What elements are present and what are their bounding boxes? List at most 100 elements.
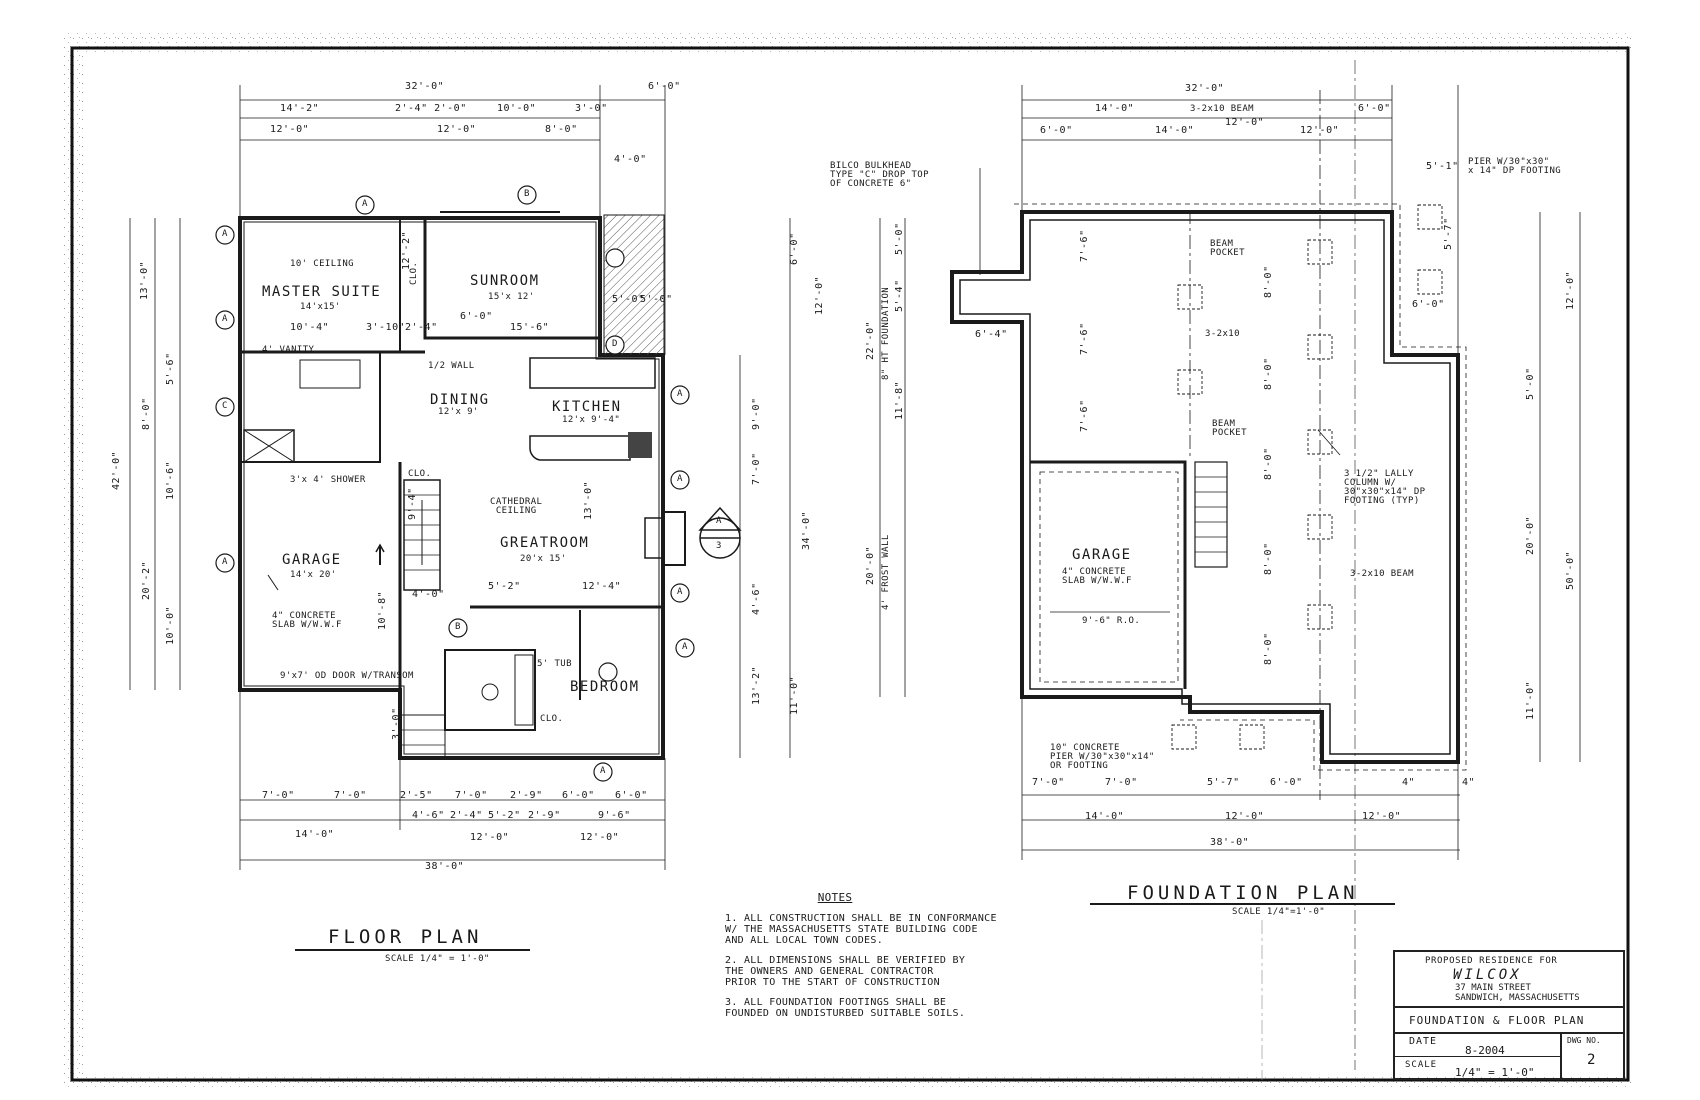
fdn-dim-top-3: 6'-0" [1040,125,1073,136]
floor-plan-scale: SCALE 1/4" = 1'-0" [385,954,490,964]
fdn-int-10: 5'-7" [1443,217,1454,250]
fp-int-12: 4'-0" [412,589,445,600]
fp-dim-left-1: 13'-0" [139,260,150,300]
fp-int-1: 10'-4" [290,322,330,333]
fp-dim-bot-15: 12'-0" [580,832,620,843]
fp-int-14: 3'-0" [391,707,402,740]
fp-dim-bot-11: 2'-9" [528,810,561,821]
fp-dim-bot-12: 9'-6" [598,810,631,821]
title-block: PROPOSED RESIDENCE FOR WILCOX 37 MAIN ST… [1393,950,1625,1080]
fp-dim-bot-9: 2'-4" [450,810,483,821]
basement-stair [1194,461,1228,568]
room-sunroom: SUNROOM [470,273,540,289]
note-2: 2. ALL DIMENSIONS SHALL BE VERIFIED BY T… [725,955,966,988]
garage-door-note: 9'x7' OD DOOR W/TRANSOM [280,671,414,681]
section-marker [698,506,742,559]
entry-steps [399,714,446,759]
fp-dim-right-2: 7'-0" [751,452,762,485]
fdn-dim-bot-overall: 38'-0" [1210,837,1250,848]
fp-dim-top-b: 2'-4" 2'-0" [395,103,467,114]
fdn-dim-top-overall: 32'-0" [1185,83,1225,94]
fp-int-9: 12'-4" [582,581,622,592]
fdn-int-8: 8'-0" [1263,632,1274,665]
room-cathedral-ceiling: CATHEDRAL CEILING [490,497,543,516]
fp-int-2: 3'-10" [366,322,406,333]
fp-dim-right-1: 9'-0" [751,397,762,430]
room-master-suite: MASTER SUITE [262,284,382,300]
fdn-dim-top-5: 14'-0" [1155,125,1195,136]
fp-dim-left-6: 10'-0" [165,605,176,645]
fdn-dim-right-4: 11'-0" [1525,680,1536,720]
fdn-dim-right-3: 20'-0" [1525,515,1536,555]
title-block-divider-3 [1560,1032,1562,1078]
fp-dim-right-5: 13'-2" [751,665,762,705]
fdn-dim-bot-1: 7'-0" [1032,777,1065,788]
room-greatroom: GREATROOM [500,535,590,551]
title-block-address: 37 MAIN STREET [1455,983,1531,993]
closet-label-3: CLO. [540,714,564,724]
column-footings [1171,204,1443,750]
fp-dim-top-deck: 6'-0" [648,81,681,92]
fp-dim-left-3: 8'-0" [141,397,152,430]
room-garage: GARAGE [282,552,342,568]
room-ceiling: 10' CEILING [290,259,355,269]
fp-int-7: 5'-0" [640,294,673,305]
fdn-dim-bot-8: 12'-0" [1225,811,1265,822]
notes-heading: NOTES [817,891,853,904]
tag-c: C [222,401,228,411]
fdn-dim-bot-5: 4" [1402,777,1416,788]
pier-top-note: PIER W/30"x30" x 14" DP FOOTING [1468,157,1562,176]
foundation-plan-drawing [879,60,1581,1070]
foundation-height-note: 8" HT FOUNDATION [881,286,891,380]
tag-a-7: A [677,587,683,597]
fp-dim-left-2: 5'-6" [165,352,176,385]
beam-pocket-note-2: BEAM POCKET [1212,419,1247,438]
fdn-dim-top-7: 5'-1" [1426,161,1459,172]
fp-dim-top-f: 12'-0" [437,124,477,135]
general-notes: NOTES 1. ALL CONSTRUCTION SHALL BE IN CO… [725,892,1085,1028]
title-block-dwg-label: DWG NO. [1567,1036,1601,1045]
half-wall-note: 1/2 WALL [428,361,475,371]
tag-a-6: A [677,474,683,484]
fp-dim-top-d: 3'-0" [575,103,608,114]
room-garage-size: 14'x 20' [290,570,337,580]
tub [514,654,534,726]
lally-column-note: 3 1/2" LALLY COLUMN W/ 30"x30"x14" DP FO… [1344,469,1426,506]
fdn-dim-left-1: 5'-0" [894,222,905,255]
note-1: 1. ALL CONSTRUCTION SHALL BE IN CONFORMA… [725,913,997,946]
fdn-dim-left-5: 20'-0" [865,545,876,585]
floor-plan-inner-wall [243,221,660,755]
foundation-inner-wall [959,219,1451,755]
fp-int-5: 15'-6" [510,322,550,333]
sheet-border [70,46,1630,1082]
title-block-date-label: DATE [1409,1036,1438,1047]
fp-int-8: 5'-2" [488,581,521,592]
tag-d: D [612,339,618,349]
floor-plan-outer-wall [238,216,665,760]
title-block-line1: PROPOSED RESIDENCE FOR [1425,956,1558,966]
fdn-dim-bot-3: 5'-7" [1207,777,1240,788]
fp-dim-right-3: 4'-6" [751,582,762,615]
foundation-garage-walls [1030,460,1187,689]
fdn-int-7: 8'-0" [1263,542,1274,575]
room-vanity: 4' VANITY [262,345,315,355]
fdn-dim-right-1: 12'-0" [1565,270,1576,310]
title-block-town: SANDWICH, MASSACHUSETTS [1455,993,1580,1003]
foundation-plan-title: FOUNDATION PLAN [1127,882,1359,904]
fp-dim-bot-7: 6'-0" [615,790,648,801]
tag-b-2: B [455,622,461,632]
refrigerator [628,432,652,458]
fp-int-3: 2'-4" [405,322,438,333]
fp-dim-right-7: 6'-0" [789,232,800,265]
title-block-scale-label: SCALE [1405,1060,1438,1070]
fdn-int-9: 6'-4" [975,329,1008,340]
fp-dim-top-g: 8'-0" [545,124,578,135]
fp-int-11: 9'-4" [407,487,418,520]
fp-dim-left-5: 20'-2" [141,560,152,600]
fp-dim-bot-2: 7'-0" [334,790,367,801]
room-dining-size: 12'x 9' [438,407,479,417]
garage-slab-outline [1039,471,1179,683]
fdn-int-3: 7'-6" [1079,399,1090,432]
fp-dim-left-4: 10'-6" [165,460,176,500]
